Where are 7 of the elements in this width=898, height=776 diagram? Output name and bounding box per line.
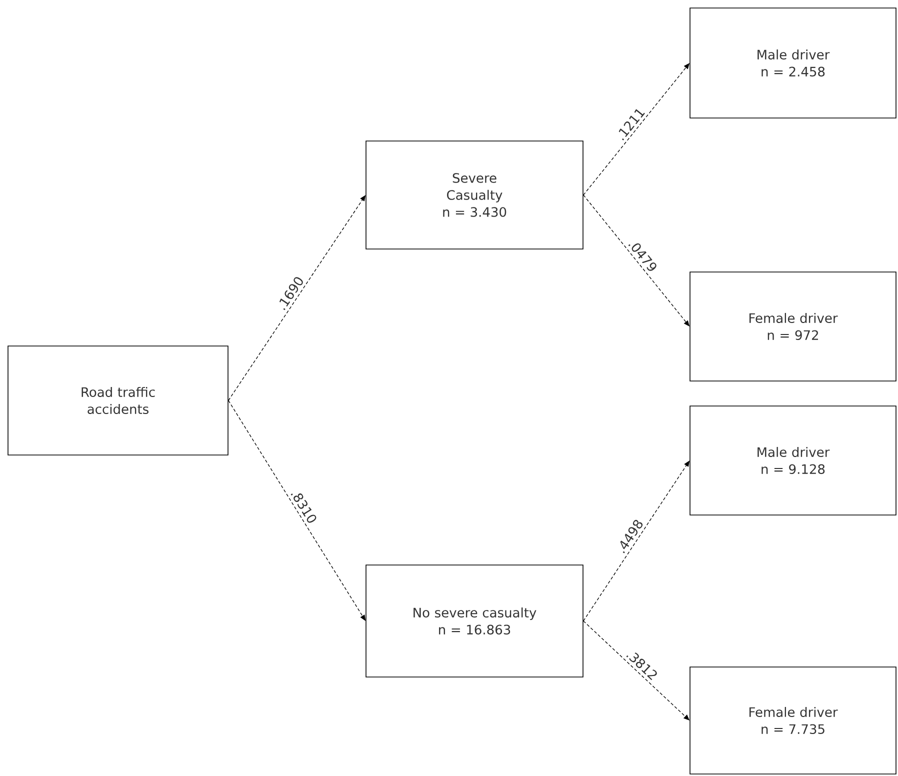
box: Female driver n = 7.735 [690,666,896,774]
box: Road traffic accidents [8,346,228,456]
box: Male driver n = 9.128 [690,406,896,516]
box: No severe casualty n = 16.863 [366,564,584,678]
box: Male driver n = 2.458 [690,8,896,118]
box: Severe Casualty n = 3.430 [366,140,584,250]
box: Female driver n = 972 [690,272,896,382]
